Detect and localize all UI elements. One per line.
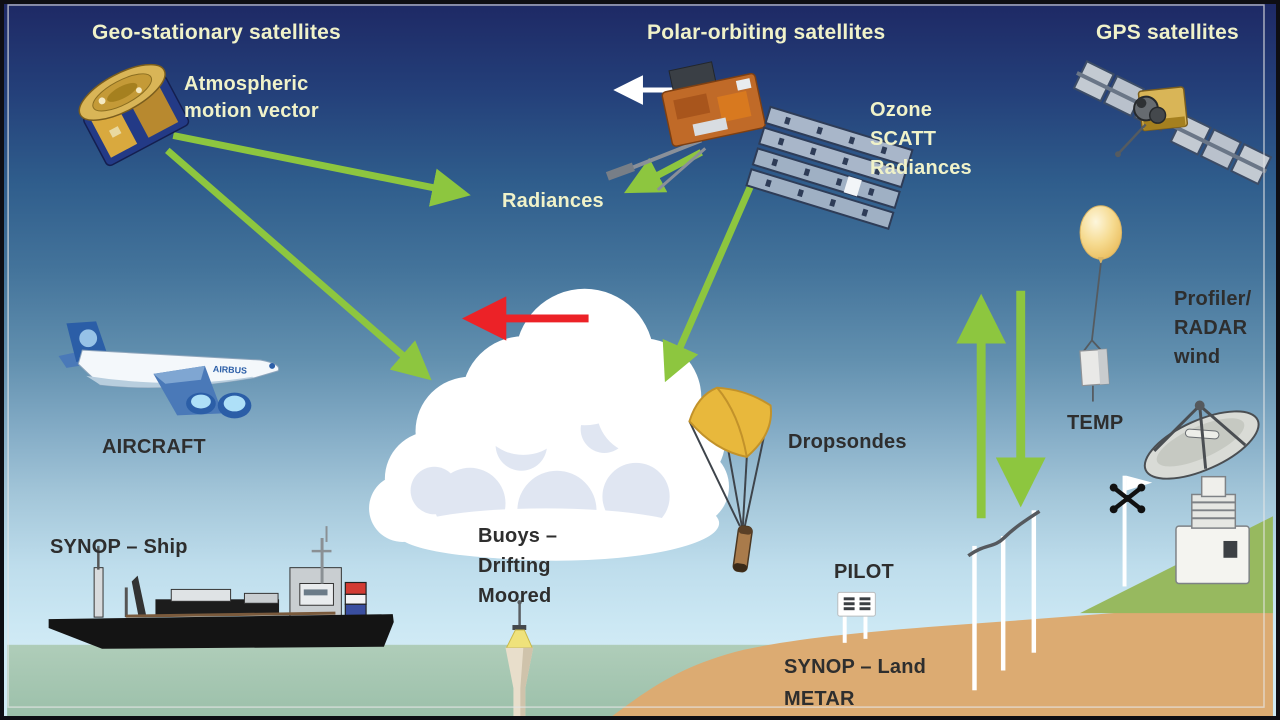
geo-satellites-title: Geo-stationary satellites [92,21,341,44]
buoys-label: Buoys – Drifting Moored [478,525,558,607]
radiances-label: Radiances [502,190,604,212]
synop-ship-label: SYNOP – Ship [50,536,188,558]
aircraft-label: AIRCRAFT [102,436,206,458]
synop-land-metar-label: SYNOP – Land METAR [784,656,927,710]
gps-satellite-icon [1072,60,1273,186]
weather-balloon-icon [1079,205,1123,353]
radar-dish-icon [1143,400,1260,585]
ozone-scatt-radiances-label: Ozone SCATT Radiances [870,99,972,179]
aircraft-livery-text: AIRBUS [213,364,248,376]
radiosonde-box-icon [1079,348,1110,402]
cargo-ship-icon [48,526,394,649]
diagram-artwork: AIRBUS [7,4,1273,716]
polar-satellites-title: Polar-orbiting satellites [647,21,886,44]
dropsonde-parachute-icon [688,386,773,573]
geostationary-satellite-icon [78,63,190,167]
dropsondes-label: Dropsondes [788,431,907,453]
buoy-icon [505,600,534,716]
sand-shore [612,601,1273,716]
wind-mast-icon [967,509,1041,691]
profiler-radar-wind-label: Profiler/ RADAR wind [1174,288,1252,368]
pilot-label: PILOT [834,561,894,583]
observation-green-arrow-icon [165,132,1046,519]
anemometer-flag-icon [1109,475,1153,587]
amv-label: Atmospheric motion vector [184,73,319,122]
aircraft-icon: AIRBUS [58,321,280,419]
frame-inner-line [7,4,1265,708]
polar-orbiting-satellite-icon [605,61,914,230]
temp-label: TEMP [1067,412,1124,434]
cumulus-cloud-icon [369,288,729,561]
instrument-shelter-icon [837,591,876,643]
gps-satellites-title: GPS satellites [1096,21,1239,44]
